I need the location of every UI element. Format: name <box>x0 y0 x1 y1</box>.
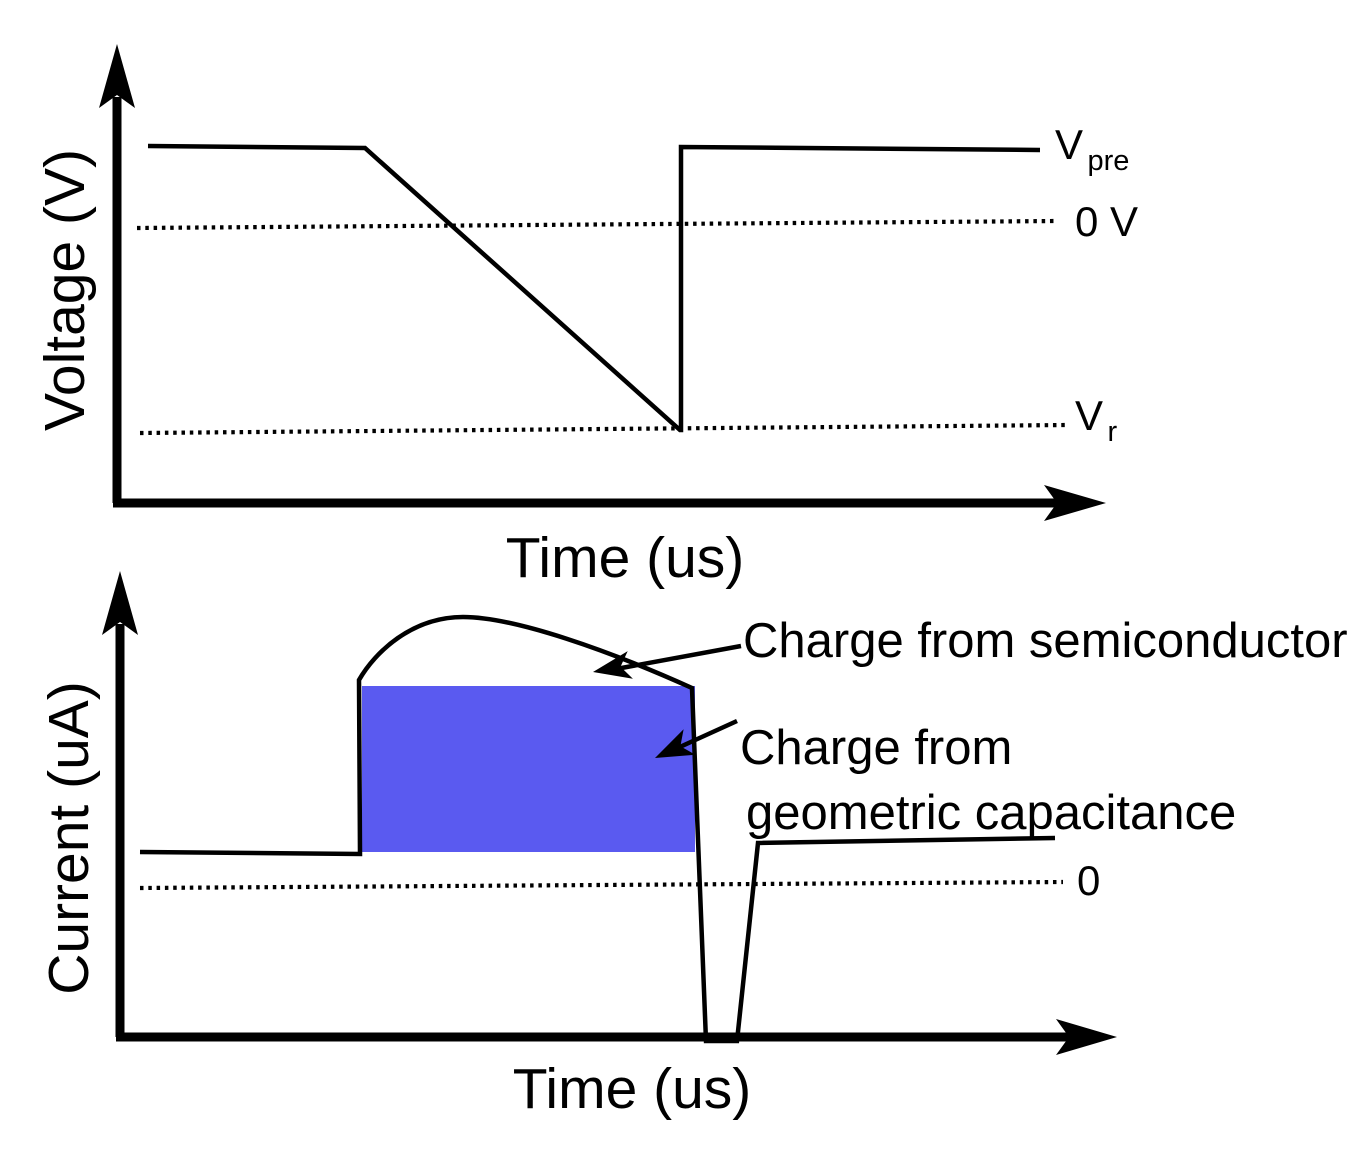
geometric-charge-arrow-line <box>670 718 738 754</box>
current-x-axis-arrow-icon <box>1056 1019 1117 1055</box>
geometric-charge-label-line1: Charge from <box>740 721 1012 775</box>
semiconductor-charge-arrow-line <box>615 643 742 672</box>
geometric-charge-label-line2: geometric capacitance <box>746 786 1236 840</box>
current-plot: Current (uA) Time (us) 0 Charge from sem… <box>37 571 1348 1121</box>
current-zero-dotted-line <box>139 879 1064 891</box>
voltage-y-axis-arrow-icon <box>99 44 135 108</box>
current-zero-label: 0 <box>1077 857 1100 904</box>
voltage-waveform-curve <box>147 143 1041 433</box>
geometric-charge-arrowhead-icon <box>655 729 696 758</box>
semiconductor-charge-arrowhead-icon <box>593 651 633 679</box>
current-y-axis-title: Current (uA) <box>37 681 101 995</box>
vpre-label: V pre <box>1055 121 1129 177</box>
current-waveform-curve <box>139 614 1056 1044</box>
voltage-x-axis-arrow-icon <box>1044 485 1106 521</box>
current-x-axis-title: Time (us) <box>513 1057 752 1121</box>
zero-volt-dotted-line <box>136 218 1059 231</box>
voltage-y-axis-title: Voltage (V) <box>33 149 97 431</box>
voltage-plot: Voltage (V) Time (us) V pre 0 V V r <box>33 44 1138 590</box>
vr-dotted-line <box>139 422 1069 436</box>
current-y-axis-arrow-icon <box>102 571 138 635</box>
geometric-charge-region <box>362 686 695 852</box>
voltage-x-axis-title: Time (us) <box>506 526 745 590</box>
semiconductor-charge-label: Charge from semiconductor <box>743 614 1348 668</box>
zero-volt-label: 0 V <box>1075 198 1138 245</box>
vr-label: V r <box>1075 392 1117 448</box>
